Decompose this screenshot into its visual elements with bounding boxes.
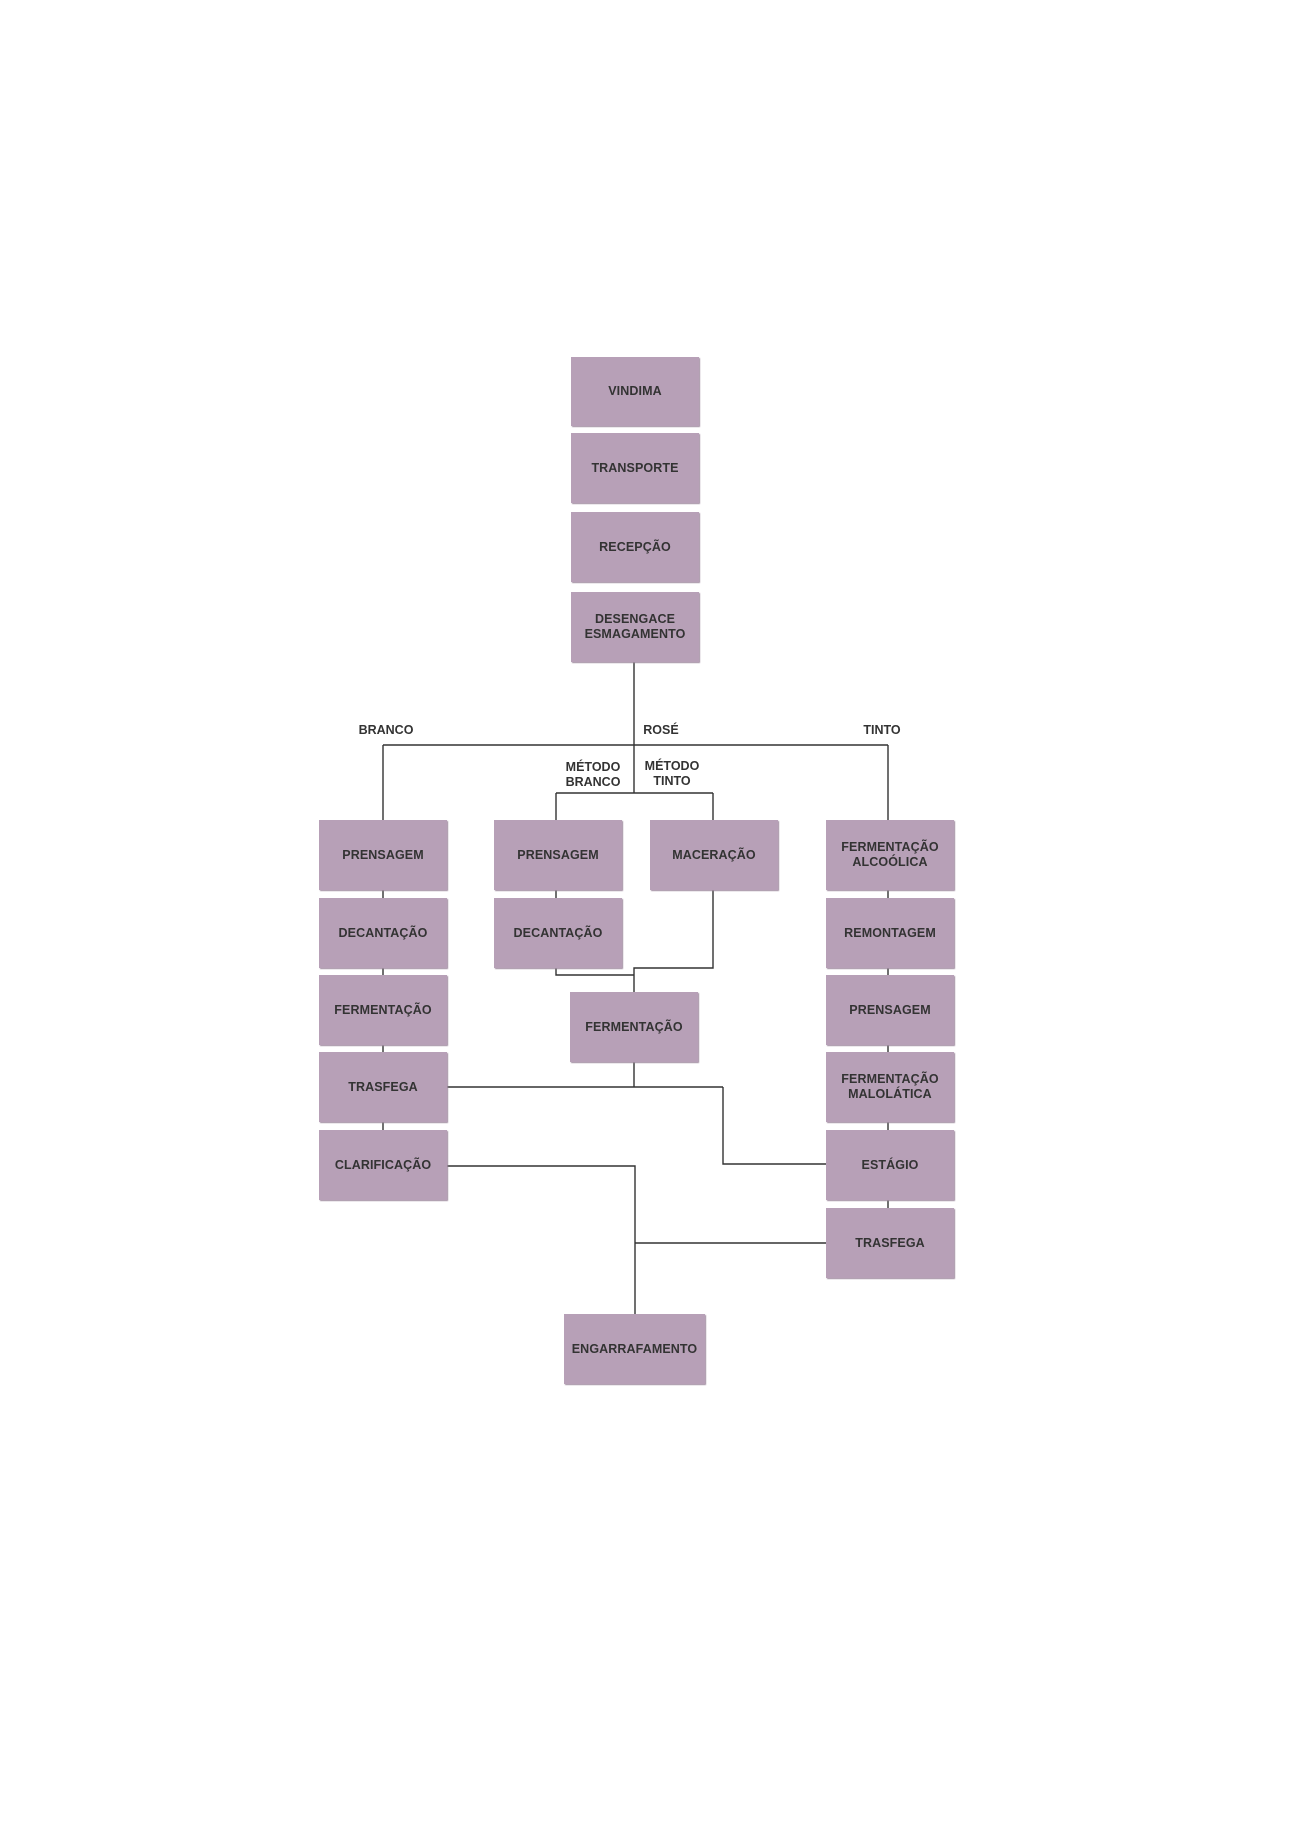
node-desengace-esmagamento: DESENGACE ESMAGAMENTO [571, 592, 699, 662]
node-label: TRANSPORTE [591, 460, 679, 475]
label-rose: ROSÉ [643, 723, 679, 737]
node-label: RECEPÇÃO [599, 539, 671, 554]
node-label: CLARIFICAÇÃO [334, 1157, 432, 1172]
node-label: VINDIMA [608, 384, 662, 398]
node-label: FERMENTAÇÃO [334, 1002, 432, 1017]
connector-maceracao-merge [633, 890, 714, 992]
node-label: FERMENTAÇÃO MALOLÁTICA [841, 1072, 939, 1101]
node-recepcao: RECEPÇÃO [571, 512, 699, 582]
node-label: PRENSAGEM [849, 1002, 931, 1017]
node-label: ESTÁGIO [861, 1157, 919, 1172]
label-metodo-branco: MÉTODO BRANCO [565, 760, 621, 789]
node-label: MACERAÇÃO [672, 847, 756, 862]
node-transporte: TRANSPORTE [571, 433, 699, 503]
label-branco: BRANCO [358, 723, 414, 737]
connector-to-estagio [722, 1087, 826, 1165]
node-rose-fermentacao: FERMENTAÇÃO [570, 992, 698, 1062]
node-branco-decantacao: DECANTAÇÃO [319, 898, 447, 968]
node-tinto-remontagem: REMONTAGEM [826, 898, 954, 968]
node-vindima: VINDIMA [571, 357, 699, 426]
node-label: TRASFEGA [348, 1079, 418, 1094]
node-branco-prensagem: PRENSAGEM [319, 820, 447, 890]
node-tinto-fermentacao-malolatica: FERMENTAÇÃO MALOLÁTICA [826, 1052, 954, 1122]
node-branco-fermentacao: FERMENTAÇÃO [319, 975, 447, 1045]
node-branco-trasfega: TRASFEGA [319, 1052, 447, 1122]
node-rose-maceracao: MACERAÇÃO [650, 820, 778, 890]
node-label: DECANTAÇÃO [338, 925, 428, 940]
node-label: PRENSAGEM [517, 847, 599, 862]
node-label: DECANTAÇÃO [513, 925, 603, 940]
node-label: REMONTAGEM [844, 925, 936, 940]
node-label: PRENSAGEM [342, 847, 424, 862]
node-tinto-fermentacao-alcoolica: FERMENTAÇÃO ALCOÓLICA [826, 820, 954, 890]
connector-rose-decantacao-merge [555, 968, 634, 976]
node-label: FERMENTAÇÃO [585, 1019, 683, 1034]
node-label: ENGARRAFAMENTO [571, 1341, 698, 1356]
label-metodo-tinto: MÉTODO TINTO [644, 759, 700, 788]
label-tinto: TINTO [863, 723, 901, 737]
node-label: TRASFEGA [855, 1235, 925, 1250]
node-tinto-prensagem: PRENSAGEM [826, 975, 954, 1045]
node-label: FERMENTAÇÃO ALCOÓLICA [841, 840, 939, 869]
node-rose-prensagem: PRENSAGEM [494, 820, 622, 890]
node-tinto-trasfega: TRASFEGA [826, 1208, 954, 1278]
connector-clarificacao-engarrafamento [447, 1165, 636, 1314]
node-branco-clarificacao: CLARIFICAÇÃO [319, 1130, 447, 1200]
node-engarrafamento: ENGARRAFAMENTO [564, 1314, 705, 1384]
node-label: DESENGACE ESMAGAMENTO [584, 612, 686, 641]
node-rose-decantacao: DECANTAÇÃO [494, 898, 622, 968]
node-tinto-estagio: ESTÁGIO [826, 1130, 954, 1200]
